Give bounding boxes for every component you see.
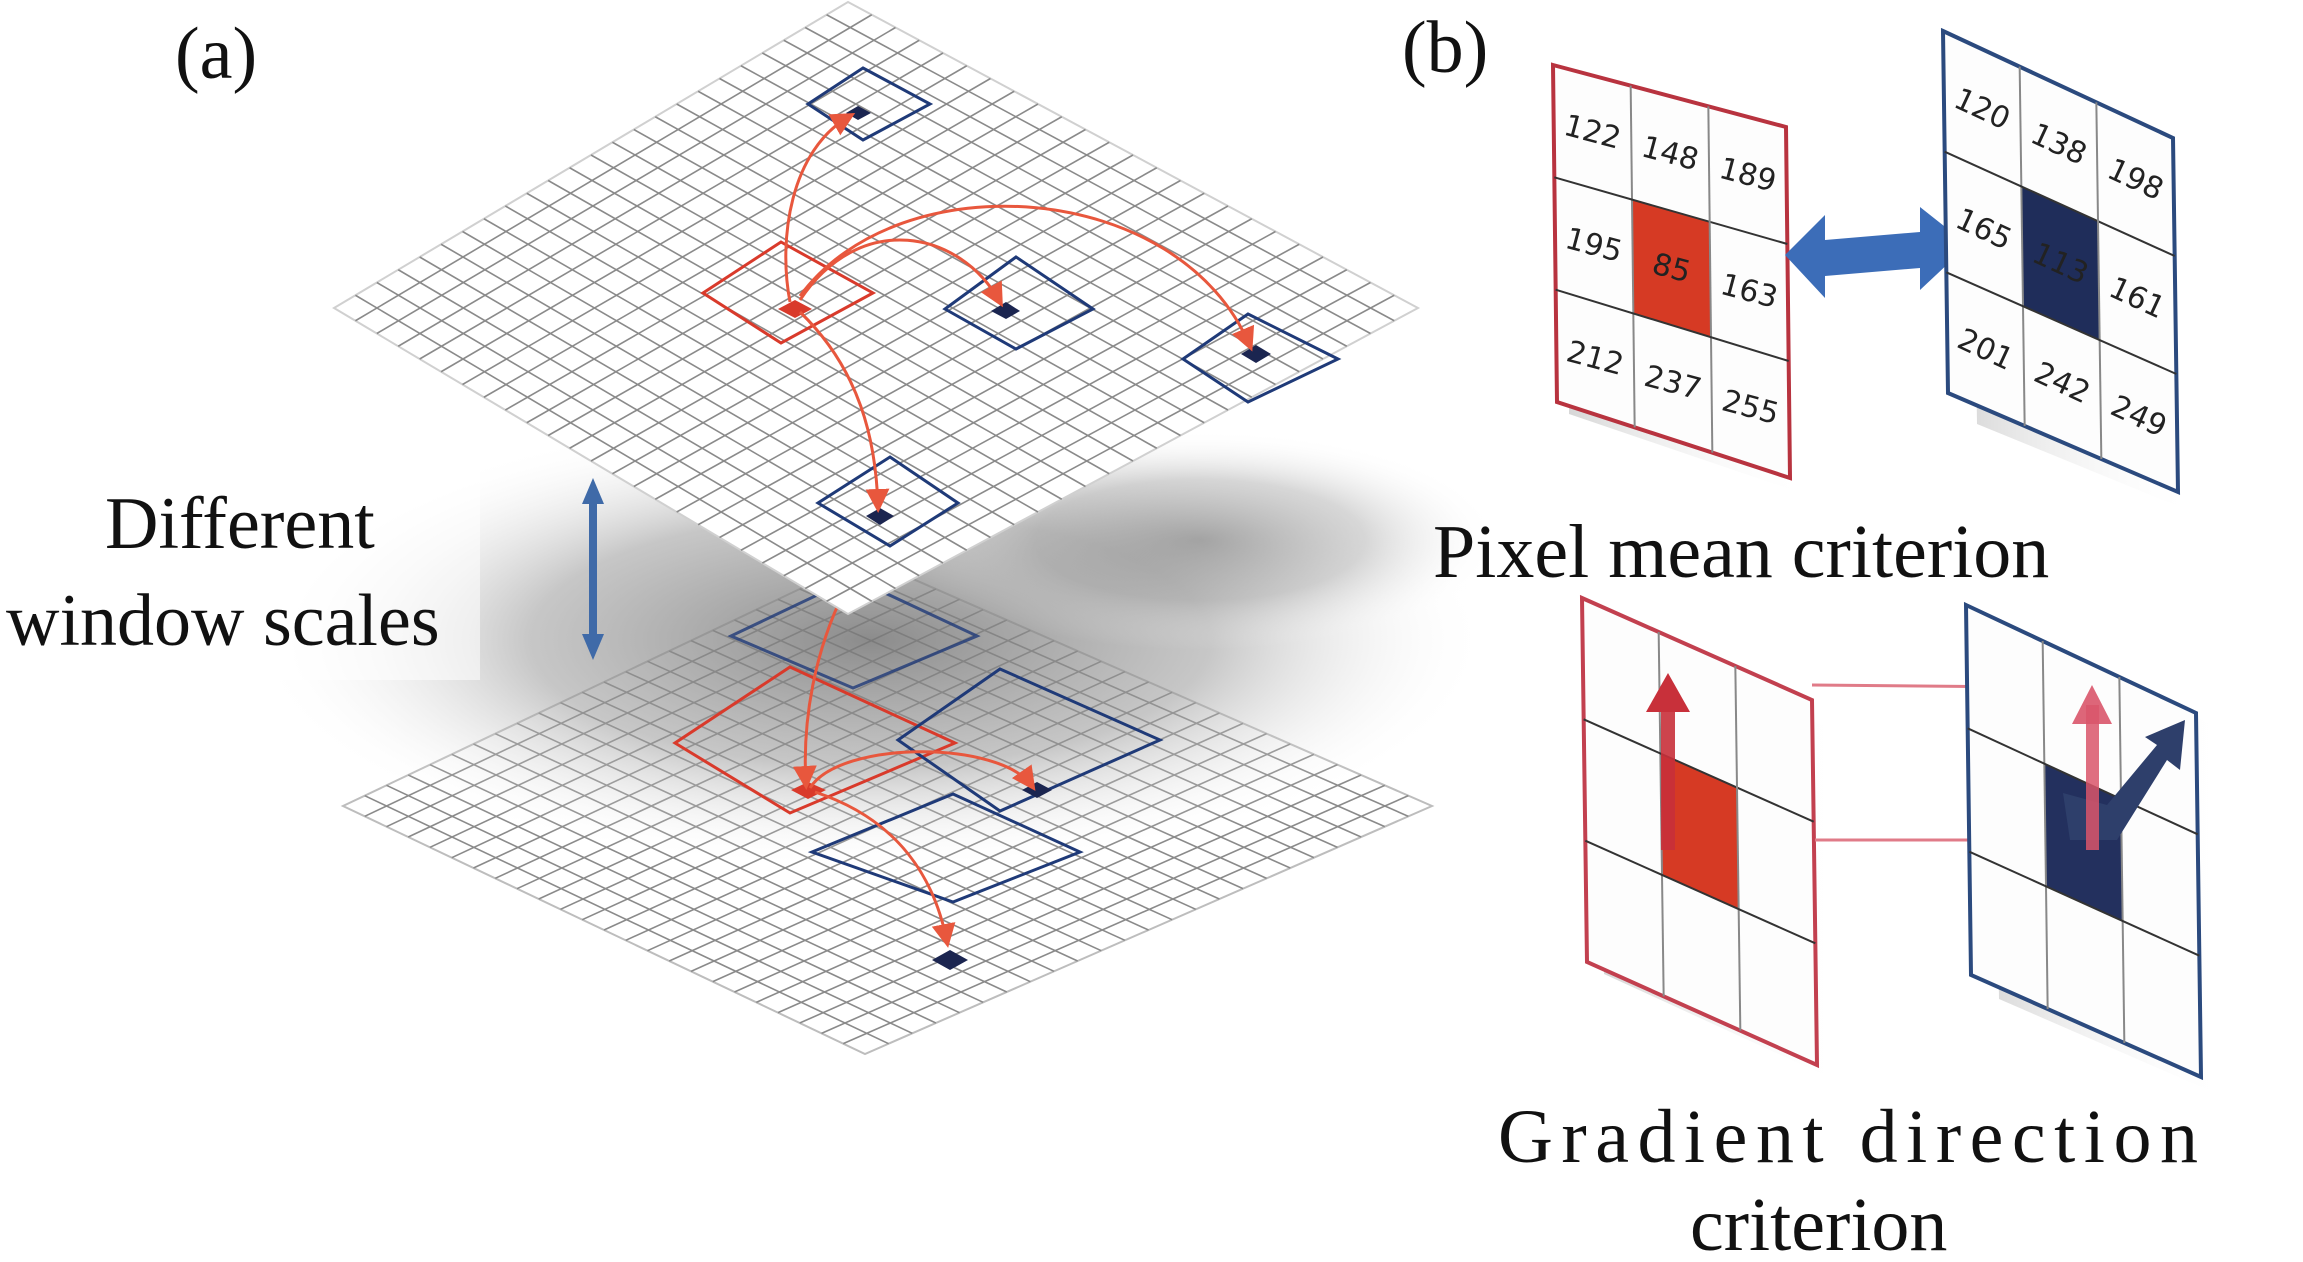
cell-divider (1967, 727, 2199, 836)
upper-candidate-window-3 (1180, 312, 1342, 404)
cell-divider (2041, 640, 2049, 1010)
gradient-reference-grid (1579, 594, 1844, 1084)
reference-direction-ghost-arrow-icon (2072, 685, 2112, 850)
lower-candidate-pixel-2 (932, 950, 968, 970)
upper-link-arrow-3 (798, 204, 1255, 352)
cell-divider (1944, 150, 2176, 257)
upper-link-arrow-2 (798, 238, 1003, 308)
center-cell (2044, 763, 2123, 921)
grid-line (783, 269, 1348, 577)
double-vertical-arrow-icon (582, 478, 604, 660)
side-label-line-2: window scales (6, 580, 440, 662)
grid-line (386, 784, 913, 1035)
grid-line (355, 294, 873, 602)
upper-reference-window (700, 240, 877, 345)
cell-divider (1555, 288, 1789, 362)
lower-candidate-window-ghost (727, 576, 981, 690)
cell-divider (1968, 850, 2200, 957)
upper-plane (332, 0, 1421, 616)
double-horizontal-arrow-icon (1785, 207, 1968, 298)
gradient-caption-line-2: criterion (1690, 1183, 1947, 1262)
grid-line (364, 794, 889, 1045)
center-cell (1632, 199, 1711, 338)
cell-divider (1945, 271, 2177, 375)
upper-candidate-window-2 (942, 255, 1096, 351)
grid-line (804, 281, 1371, 590)
lower-plane-windows (672, 576, 1164, 970)
lower-candidate-window-1 (895, 667, 1164, 813)
lower-reference-window (672, 665, 959, 815)
cell-divider (2018, 66, 2026, 427)
side-label-backdrop (0, 470, 480, 680)
gradient-candidate-grid (1963, 601, 2229, 1099)
cell-divider (1583, 718, 1815, 823)
upper-plane-grid (355, 14, 1395, 602)
cell-divider (2118, 676, 2126, 1044)
center-cell (2021, 186, 2100, 341)
gradient-reference-cells (1583, 631, 1816, 1031)
cell-divider (1734, 665, 1742, 1031)
grid-line (376, 281, 896, 590)
upper-candidate-pixel-2 (991, 302, 1020, 319)
grid-line (842, 794, 1409, 1045)
lower-link-arrow-2 (814, 790, 956, 948)
grid-line (821, 784, 1386, 1035)
reference-gradient-arrow-icon (1646, 673, 1690, 850)
cell-divider (2095, 102, 2103, 460)
upper-candidate-window-4 (815, 455, 961, 548)
grid-line (419, 256, 944, 564)
panel-a: (a) (0, 0, 1500, 1056)
panel-a-label: (a) (175, 13, 257, 95)
pixel-mean-caption: Pixel mean criterion (1433, 510, 2049, 594)
grid-line (826, 294, 1395, 602)
cell-divider (1584, 839, 1816, 945)
upper-link-arrow-4 (798, 310, 890, 513)
grid-line (397, 269, 920, 577)
gradient-caption-line-1: Gradient direction (1498, 1095, 2198, 1179)
upper-link-arrow-1 (784, 113, 856, 303)
inter-plane-link-arrow (792, 589, 847, 790)
lower-candidate-window-2 (807, 792, 1084, 904)
cell-divider (1554, 176, 1788, 245)
lower-link-arrow-1 (808, 750, 1036, 791)
gradient-candidate-cells (1967, 640, 2200, 1044)
cell-divider (1629, 85, 1636, 428)
upper-candidate-window-1 (805, 66, 934, 142)
center-cell (1660, 753, 1739, 910)
panel-b-label: (b) (1402, 7, 1488, 89)
cell-divider (1707, 106, 1714, 453)
side-label-line-1: Different (105, 483, 375, 565)
